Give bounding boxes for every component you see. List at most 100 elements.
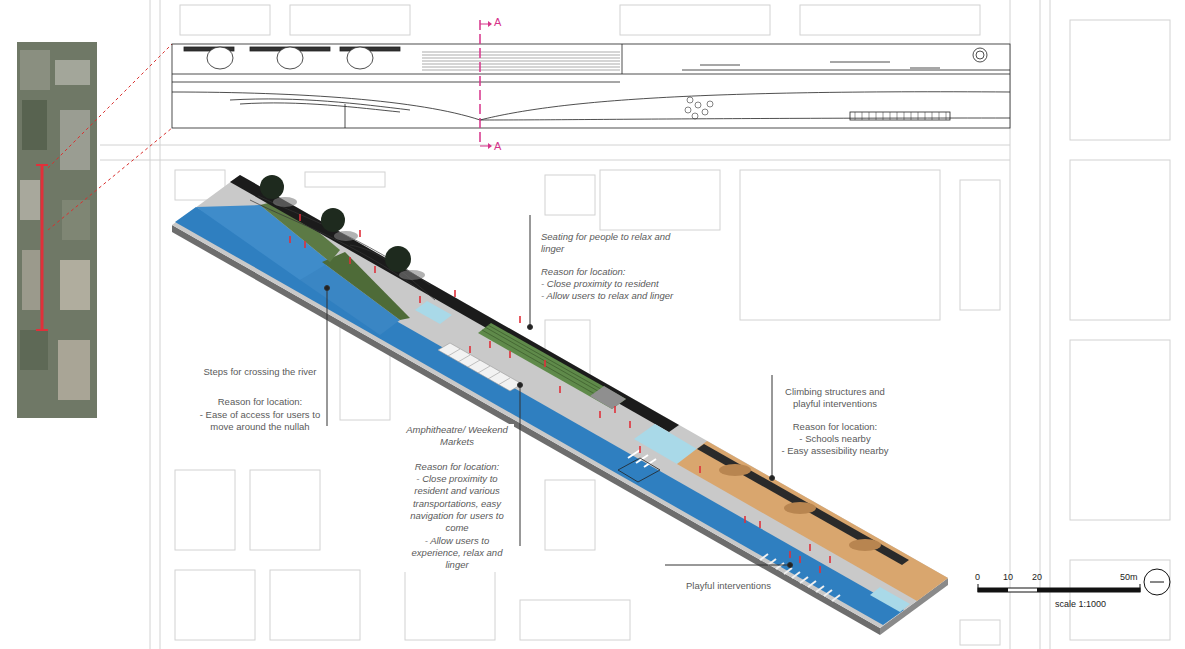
- annotation-text: - Allow users to relax and linger: [541, 290, 691, 302]
- drawing-line: [422, 61, 620, 62]
- drawing-line: [819, 566, 821, 573]
- plan-view: [172, 44, 1010, 128]
- drawing-line: [48, 128, 172, 230]
- annotation-text: - Allow users to experience, relax and l…: [400, 535, 514, 572]
- drawing-rect: [620, 5, 770, 35]
- drawing-line: [479, 20, 481, 145]
- drawing-rect: [60, 110, 90, 170]
- drawing-line: [876, 112, 877, 120]
- annotation-text: - Schools nearby: [779, 433, 891, 445]
- drawing-line: [682, 70, 1010, 71]
- drawing-g: [719, 464, 881, 551]
- drawing-line: [422, 52, 620, 53]
- drawing-polygon: [677, 441, 948, 601]
- drawing-circle: [1144, 569, 1170, 595]
- drawing-ellipse: [719, 464, 751, 476]
- scale-title: scale 1:1000: [1055, 599, 1106, 611]
- section-label: A: [494, 139, 501, 153]
- axonometric-model: [172, 175, 948, 635]
- drawing-ellipse: [849, 539, 881, 551]
- drawing-line: [160, 0, 161, 649]
- drawing-rect: [55, 60, 90, 85]
- drawing-line: [172, 74, 1010, 75]
- drawing-g: [760, 554, 840, 601]
- drawing-line: [824, 590, 832, 596]
- aerial-photo: [17, 42, 97, 418]
- drawing-line: [665, 565, 790, 566]
- drawing-rect: [305, 172, 385, 187]
- drawing-rect: [960, 620, 1000, 645]
- drawing-ellipse: [784, 502, 816, 514]
- drawing-ellipse: [273, 197, 297, 207]
- annotation-text: - Close proximity to resident: [541, 278, 691, 290]
- drawing-polygon: [172, 175, 948, 628]
- drawing-line: [830, 62, 890, 63]
- drawing-rect: [520, 600, 630, 640]
- drawing-line: [897, 112, 898, 120]
- drawing-circle: [695, 102, 701, 108]
- drawing-rect: [60, 260, 90, 310]
- drawing-line: [1040, 0, 1041, 649]
- annotation-text: Seating for people to relax and linger: [541, 231, 691, 256]
- drawing-line: [800, 577, 808, 583]
- drawing-polygon: [488, 143, 492, 149]
- drawing-rect: [20, 180, 40, 220]
- drawing-rect: [340, 47, 400, 51]
- drawing-line: [1050, 0, 1051, 649]
- drawing-line: [946, 112, 947, 120]
- drawing-polygon: [488, 21, 492, 27]
- drawing-rect: [545, 175, 595, 215]
- drawing-line: [544, 360, 546, 367]
- drawing-line: [883, 112, 884, 120]
- drawing-line: [289, 236, 291, 243]
- drawing-g: [422, 52, 620, 70]
- drawing-line: [829, 556, 831, 563]
- drawing-g: [855, 112, 946, 120]
- drawing-rect: [740, 170, 940, 320]
- drawing-circle: [788, 563, 793, 568]
- drawing-rect: [175, 570, 255, 640]
- drawing-polygon: [590, 386, 626, 409]
- drawing-line: [48, 44, 172, 168]
- drawing-ellipse: [347, 47, 373, 69]
- context-map: [100, 0, 1170, 649]
- drawing-line: [869, 112, 870, 120]
- drawing-ellipse: [334, 231, 358, 241]
- annotation-text: Steps for crossing the river: [198, 366, 322, 378]
- drawing-polygon: [175, 207, 904, 625]
- drawing-line: [1150, 582, 1164, 583]
- drawing-g: [290, 214, 830, 573]
- drawing-rect: [250, 470, 320, 550]
- drawing-circle: [321, 208, 345, 232]
- drawing-line: [768, 559, 776, 565]
- drawing-path: [258, 196, 430, 285]
- drawing-line: [622, 44, 623, 74]
- drawing-line: [744, 516, 746, 523]
- drawing-line: [925, 112, 926, 120]
- drawing-line: [639, 446, 641, 453]
- drawing-rect: [545, 480, 595, 550]
- drawing-rect: [600, 170, 720, 230]
- drawing-line: [419, 296, 421, 303]
- drawing-circle: [260, 175, 284, 199]
- leader-lines: [325, 215, 793, 568]
- drawing-line: [530, 215, 531, 327]
- annotation-text: Reason for location:: [400, 461, 514, 473]
- drawing-rect: [22, 100, 47, 150]
- drawing-rect: [1070, 20, 1170, 140]
- drawing-line: [519, 316, 521, 323]
- annotation-text: - Easy assesibility nearby: [779, 445, 891, 457]
- drawing-line: [772, 375, 773, 478]
- drawing-g: [250, 196, 435, 300]
- drawing-path: [350, 245, 435, 300]
- scale-number: 50m: [1120, 572, 1138, 584]
- drawing-rect: [270, 570, 360, 640]
- drawing-path: [172, 92, 1010, 120]
- drawing-line: [422, 55, 620, 56]
- drawing-g: [448, 349, 510, 385]
- drawing-ellipse: [399, 270, 425, 280]
- annotation-text: Reason for location:: [779, 421, 891, 433]
- drawing-line: [498, 378, 510, 385]
- drawing-line: [480, 146, 488, 147]
